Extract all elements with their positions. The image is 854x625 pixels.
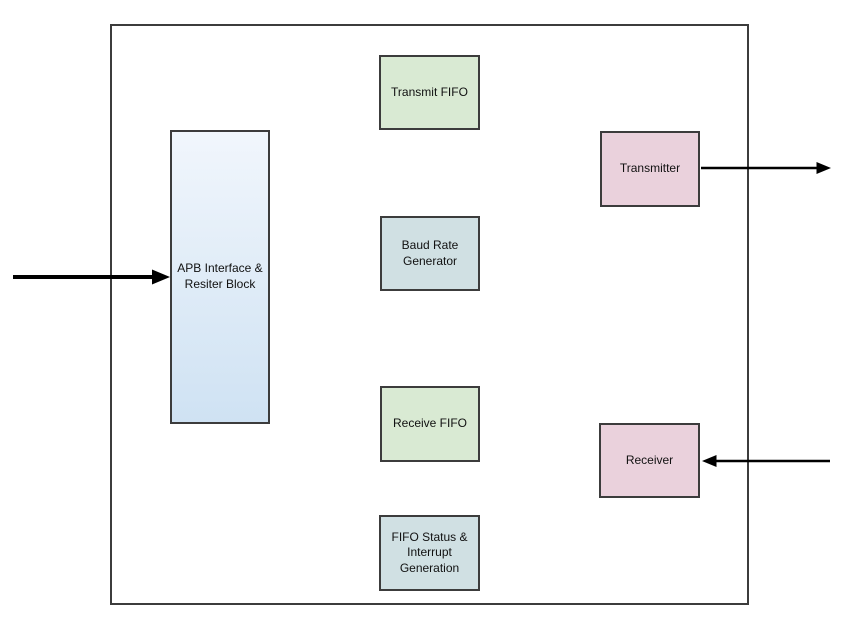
- block-receive-fifo: Receive FIFO: [380, 386, 480, 462]
- block-receiver-label: Receiver: [625, 452, 674, 467]
- block-baud-rate-generator-label: Baud Rate Generator: [401, 237, 459, 268]
- block-fifo-status-interrupt: FIFO Status & Interrupt Generation: [379, 515, 480, 591]
- block-receiver: Receiver: [599, 423, 700, 498]
- block-apb-interface: APB Interface & Resiter Block: [170, 130, 270, 424]
- transmitter-output-arrow-head: [816, 162, 831, 174]
- block-transmitter-label: Transmitter: [619, 161, 681, 176]
- block-receive-fifo-label: Receive FIFO: [392, 416, 467, 431]
- block-transmit-fifo: Transmit FIFO: [379, 55, 480, 130]
- block-apb-interface-label: APB Interface & Resiter Block: [177, 261, 263, 291]
- block-fifo-status-interrupt-label: FIFO Status & Interrupt Generation: [391, 529, 468, 575]
- block-transmit-fifo-label: Transmit FIFO: [391, 84, 468, 99]
- block-baud-rate-generator: Baud Rate Generator: [380, 216, 480, 291]
- outer-boundary-box: [110, 24, 749, 605]
- block-transmitter: Transmitter: [600, 131, 700, 207]
